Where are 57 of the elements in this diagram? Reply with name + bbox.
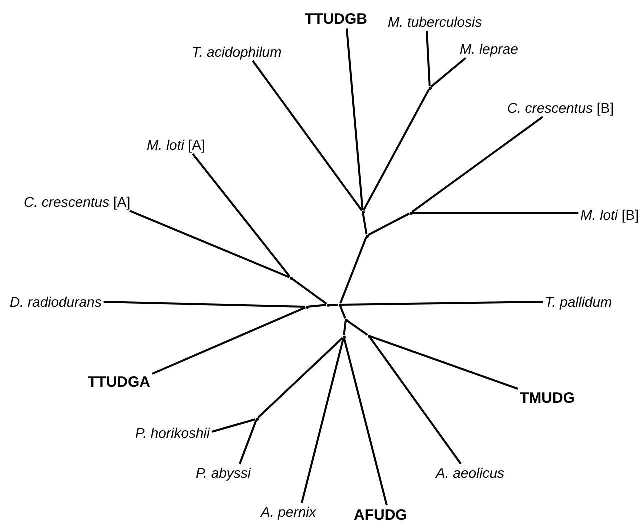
taxon-label: P. abyssi: [194, 464, 253, 482]
tree-branch: [239, 420, 258, 464]
tree-branch: [252, 60, 363, 212]
taxon-label: M. leprae: [458, 40, 520, 58]
tree-branch: [341, 301, 544, 306]
tree-branch: [426, 31, 431, 87]
tree-branch: [301, 338, 345, 504]
taxon-label: M. loti [A]: [145, 136, 208, 154]
branch-point: [306, 306, 308, 308]
tree-branch: [430, 57, 467, 88]
tree-branch: [346, 28, 364, 211]
tree-branch: [330, 304, 338, 306]
tree-branch: [212, 418, 256, 433]
taxon-label: A. pernix: [259, 503, 318, 522]
tree-branch: [343, 338, 388, 506]
taxon-label: TMUDG: [518, 388, 577, 408]
taxon-label: AFUDG: [352, 506, 410, 525]
taxon-label: M. loti [B]: [578, 206, 641, 224]
tree-branch: [130, 210, 290, 278]
tree-branch: [412, 116, 544, 213]
tree-branch: [257, 337, 344, 419]
taxon-label: M. tuberculosis: [386, 13, 484, 32]
branch-point: [338, 304, 342, 306]
tree-branch: [340, 237, 368, 304]
tree-branch: [292, 278, 328, 305]
tree-branch: [308, 304, 327, 308]
tree-branch: [369, 336, 462, 465]
taxon-label: TTUDGA: [86, 372, 152, 392]
branch-point: [344, 318, 348, 322]
branch-point: [326, 304, 330, 306]
taxon-label: D. radiodurans: [8, 293, 104, 312]
tree-branch: [362, 213, 368, 235]
tree-branch: [362, 88, 430, 212]
taxon-label: P. horikoshii: [134, 424, 212, 442]
taxon-label: T. pallidum: [543, 293, 614, 312]
branch-point: [362, 210, 364, 214]
tree-branch: [370, 336, 518, 390]
tree-branch: [412, 212, 579, 214]
branch-point: [342, 336, 346, 338]
branch-point: [368, 334, 370, 338]
taxon-label: T. acidophilum: [190, 43, 284, 62]
tree-branch: [340, 306, 346, 319]
taxon-label: A. aeolicus: [434, 464, 506, 482]
branch-point: [428, 86, 432, 90]
branch-point: [256, 418, 258, 420]
tree-branch: [152, 306, 306, 375]
tree-branch: [104, 301, 306, 308]
taxon-label: TTUDGB: [303, 10, 370, 29]
tree-branch: [192, 153, 291, 278]
taxon-label: C. crescentus [B]: [505, 99, 616, 118]
branch-point: [290, 276, 292, 280]
taxon-label: C. crescentus [A]: [22, 193, 133, 212]
tree-branch: [368, 212, 410, 236]
branch-point: [410, 212, 412, 214]
tree-branch: [346, 320, 368, 336]
branch-point: [366, 234, 368, 238]
tree-branch: [343, 321, 347, 336]
